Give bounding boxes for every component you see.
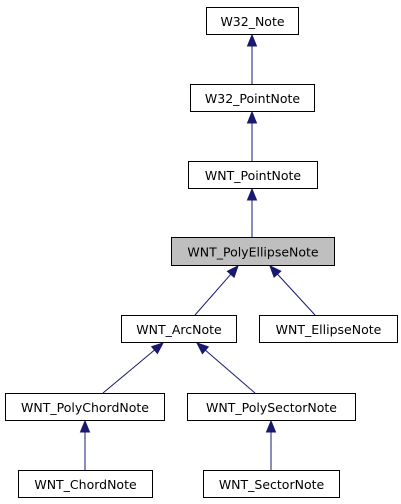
edge-wnt_polysectornote-to-wnt_arcnote [195, 342, 256, 394]
edge-wnt_arcnote-to-wnt_polyellipsenote [194, 265, 239, 316]
class-node-wnt_chordnote[interactable]: WNT_ChordNote [18, 470, 153, 498]
edge-w32_pointnote-to-w32_note [246, 33, 258, 84]
edge-line [277, 273, 316, 316]
class-node-label: WNT_EllipseNote [276, 322, 382, 337]
arrowhead [226, 265, 239, 279]
class-node-label: WNT_PolySectorNote [206, 400, 337, 415]
class-node-label: W32_PointNote [205, 91, 300, 106]
class-node-box[interactable] [259, 315, 398, 343]
edge-line [194, 273, 232, 316]
edges-layer [79, 33, 316, 470]
class-node-box[interactable] [171, 237, 335, 266]
arrowhead [246, 33, 258, 47]
class-node-label: WNT_ArcNote [136, 322, 222, 337]
arrowhead [79, 419, 91, 433]
edge-line [102, 349, 155, 394]
class-node-box[interactable] [206, 7, 299, 35]
edge-line [205, 349, 256, 394]
class-node-wnt_polysectornote[interactable]: WNT_PolySectorNote [187, 393, 356, 421]
class-node-box[interactable] [5, 393, 165, 421]
class-node-box[interactable] [18, 470, 153, 498]
edge-wnt_pointnote-to-w32_pointnote [246, 110, 258, 161]
edge-wnt_sectornote-to-wnt_polysectornote [265, 419, 277, 470]
class-node-label: WNT_SectorNote [219, 477, 325, 492]
class-node-wnt_arcnote[interactable]: WNT_ArcNote [121, 315, 237, 343]
class-node-label: WNT_PointNote [205, 168, 302, 183]
class-node-box[interactable] [203, 470, 340, 498]
class-node-box[interactable] [188, 161, 318, 189]
class-node-box[interactable] [121, 315, 237, 343]
class-node-box[interactable] [190, 84, 315, 112]
class-node-w32_pointnote[interactable]: W32_PointNote [190, 84, 315, 112]
arrowhead [265, 419, 277, 433]
edge-wnt_polychordnote-to-wnt_arcnote [102, 342, 165, 394]
arrowhead [150, 342, 165, 355]
class-node-wnt_pointnote[interactable]: WNT_PointNote [188, 161, 318, 189]
class-node-w32_note[interactable]: W32_Note [206, 7, 299, 35]
class-node-wnt_ellipsenote[interactable]: WNT_EllipseNote [259, 315, 398, 343]
class-node-wnt_polyellipsenote[interactable]: WNT_PolyEllipseNote [171, 237, 335, 266]
edge-wnt_polyellipsenote-to-wnt_pointnote [246, 187, 258, 237]
class-node-label: W32_Note [220, 14, 284, 29]
class-node-label: WNT_PolyEllipseNote [187, 245, 319, 260]
arrowhead [269, 265, 282, 278]
class-node-wnt_sectornote[interactable]: WNT_SectorNote [203, 470, 340, 498]
arrowhead [246, 187, 258, 201]
arrowhead [195, 342, 210, 355]
arrowhead [246, 110, 258, 124]
class-node-label: WNT_ChordNote [34, 477, 137, 492]
class-node-wnt_polychordnote[interactable]: WNT_PolyChordNote [5, 393, 165, 421]
class-node-label: WNT_PolyChordNote [21, 400, 149, 415]
class-node-box[interactable] [187, 393, 356, 421]
edge-wnt_chordnote-to-wnt_polychordnote [79, 419, 91, 470]
edge-wnt_ellipsenote-to-wnt_polyellipsenote [269, 265, 316, 316]
nodes-layer: W32_NoteW32_PointNoteWNT_PointNoteWNT_Po… [5, 7, 398, 498]
